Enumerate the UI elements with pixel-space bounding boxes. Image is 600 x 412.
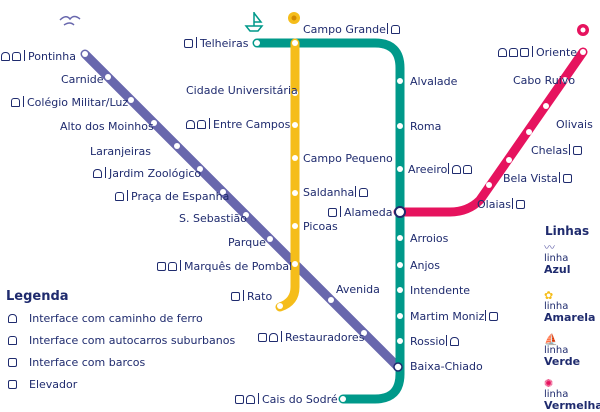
- legend-elevator: Elevador: [8, 378, 77, 391]
- elevator-icon: [572, 146, 582, 155]
- train-icon: [8, 314, 17, 323]
- yellow-line-stops: [277, 40, 298, 309]
- station-alameda[interactable]: Alameda: [328, 206, 393, 219]
- boat-icon: [235, 395, 244, 404]
- station-rossio[interactable]: Rossio: [410, 335, 461, 348]
- caravel-icon: [244, 12, 264, 32]
- legend-train: Interface com caminho de ferro: [8, 312, 203, 325]
- train-icon: [450, 337, 460, 346]
- compass-rose-icon: ✺: [544, 377, 554, 390]
- legend-bus: Interface com autocarros suburbanos: [8, 334, 235, 347]
- station-alto-dos-moinhos[interactable]: Alto dos Moinhos: [60, 120, 154, 133]
- elevator-icon: [258, 333, 267, 342]
- elevator-icon: [231, 292, 240, 301]
- gull-icon: [59, 15, 81, 26]
- legend-boat: Interface com barcos: [8, 356, 145, 369]
- green-line-stops: [254, 40, 403, 402]
- elevator-icon: [489, 312, 499, 321]
- bus-icon: [8, 336, 17, 345]
- station-marques-de-pombal[interactable]: Marquês de Pombal: [157, 260, 292, 273]
- station-areeiro[interactable]: Areeiro: [408, 163, 474, 176]
- station-olivais[interactable]: Olivais: [556, 118, 593, 131]
- station-parque[interactable]: Parque: [228, 236, 266, 249]
- station-baixa-chiado[interactable]: Baixa-Chiado: [410, 360, 483, 373]
- station-carnide[interactable]: Carnide: [61, 73, 104, 86]
- interchange-baixa: [393, 362, 403, 372]
- station-restauradores[interactable]: Restauradores: [258, 331, 364, 344]
- red-line-stops: [486, 49, 586, 188]
- red-line: [393, 47, 588, 217]
- bus-icon: [12, 52, 21, 61]
- bus-icon: [463, 165, 473, 174]
- station-cais-do-sodre[interactable]: Cais do Sodré: [235, 393, 338, 406]
- bus-icon: [11, 98, 20, 107]
- station-anjos[interactable]: Anjos: [410, 259, 441, 272]
- interchange-alameda: [394, 206, 406, 218]
- train-icon: [93, 169, 102, 178]
- train-icon: [246, 395, 255, 404]
- train-icon: [186, 120, 195, 129]
- station-pontinha[interactable]: Pontinha: [1, 50, 76, 63]
- station-martim-moniz[interactable]: Martim Moniz: [410, 310, 500, 323]
- boat-icon: [8, 358, 17, 367]
- blue-line: [80, 49, 403, 372]
- boat-icon: [520, 48, 529, 57]
- bus-icon: [197, 120, 206, 129]
- station-rato[interactable]: Rato: [231, 290, 272, 303]
- legend-title: Legenda: [6, 289, 69, 304]
- station-roma[interactable]: Roma: [410, 120, 442, 133]
- elevator-icon: [184, 39, 193, 48]
- station-intendente[interactable]: Intendente: [410, 284, 471, 297]
- train-icon: [498, 48, 507, 57]
- bus-icon: [390, 25, 400, 34]
- bus-icon: [359, 188, 369, 197]
- station-bela-vista[interactable]: Bela Vista: [503, 172, 574, 185]
- station-campo-pequeno[interactable]: Campo Pequeno: [303, 152, 393, 165]
- elevator-icon: [515, 200, 525, 209]
- station-telheiras[interactable]: Telheiras: [184, 37, 248, 50]
- elevator-icon: [328, 208, 337, 217]
- gull-icon: 〰: [544, 241, 555, 254]
- elevator-icon: [562, 174, 572, 183]
- station-campo-grande[interactable]: Campo Grande: [303, 23, 402, 36]
- bus-icon: [168, 262, 177, 271]
- station-cabo-ruivo[interactable]: Cabo Ruivo: [513, 74, 576, 87]
- station-praca-de-espanha[interactable]: Praça de Espanha: [115, 190, 229, 203]
- sunflower-icon: [288, 12, 300, 24]
- station-picoas[interactable]: Picoas: [303, 220, 338, 233]
- station-jardim-zoologico[interactable]: Jardim Zoológico: [93, 167, 201, 180]
- station-oriente[interactable]: Oriente: [498, 46, 577, 59]
- bus-icon: [509, 48, 518, 57]
- green-line: [252, 38, 405, 404]
- elevator-icon: [157, 262, 166, 271]
- station-sao-sebastiao[interactable]: S. Sebastião: [179, 212, 248, 225]
- station-entre-campos[interactable]: Entre Campos: [186, 118, 290, 131]
- station-cidade-universitaria[interactable]: Cidade Universitária: [186, 84, 298, 97]
- elevator-icon: [8, 380, 17, 389]
- compass-rose-icon: [577, 24, 589, 36]
- station-laranjeiras[interactable]: Laranjeiras: [90, 145, 151, 158]
- lines-title: Linhas: [545, 224, 590, 238]
- sunflower-icon: ✿: [544, 289, 554, 302]
- station-avenida[interactable]: Avenida: [336, 283, 380, 296]
- station-colegio-militar[interactable]: Colégio Militar/Luz: [11, 96, 128, 109]
- station-olaias[interactable]: Olaias: [477, 198, 527, 211]
- station-alvalade[interactable]: Alvalade: [410, 75, 458, 88]
- station-chelas[interactable]: Chelas: [531, 144, 584, 157]
- train-icon: [269, 333, 278, 342]
- caravel-icon: ⛵: [544, 333, 558, 346]
- train-icon: [1, 52, 10, 61]
- train-icon: [452, 165, 462, 174]
- blue-line-stops: [82, 51, 367, 336]
- station-saldanha[interactable]: Saldanha: [303, 186, 370, 199]
- bus-icon: [115, 192, 124, 201]
- station-arroios[interactable]: Arroios: [410, 232, 449, 245]
